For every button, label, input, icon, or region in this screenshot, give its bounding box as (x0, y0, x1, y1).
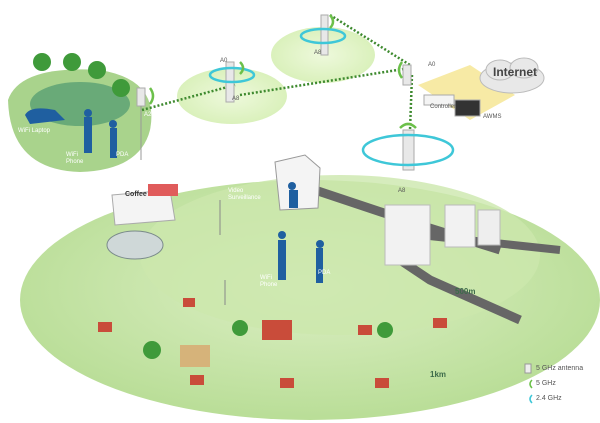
label-wifi-phone-park: WiFi Phone (66, 152, 84, 165)
label-video-surveillance: Video Surveillance (228, 188, 261, 201)
wireless-links (141, 13, 414, 131)
label-distance-500m: 500m (455, 287, 476, 296)
buildings (111, 154, 501, 266)
label-controller: Controller (430, 104, 457, 110)
label-awms: AWMS (483, 114, 502, 120)
legend-label: 2.4 GHz (536, 395, 562, 402)
coffee-patio (106, 230, 164, 260)
signal-5ghz-icon (529, 379, 533, 389)
houses (98, 298, 447, 388)
label-pda-park: PDA (116, 152, 129, 158)
antenna-icon (524, 363, 532, 374)
label-distance-1km: 1km (430, 370, 447, 379)
coverage-500m (140, 175, 540, 335)
label-coffee: Coffee (125, 191, 147, 198)
legend-label: 5 GHz (536, 380, 556, 387)
internet-cloud (479, 57, 545, 94)
label-relay1-top: A0 (220, 58, 228, 64)
legend-label: 5 GHz antenna (536, 365, 584, 372)
label-wifi-laptop: WiFi Laptop (18, 128, 51, 134)
controller-platform (418, 65, 515, 120)
trees (33, 53, 393, 359)
label-relay1-bottom: A8 (232, 96, 240, 102)
label-ap-park: A2 (144, 112, 152, 118)
signal-arcs (148, 14, 455, 167)
legend-item-5ghz: 5 GHz (526, 380, 556, 387)
legend-item-24ghz: 2.4 GHz (526, 395, 562, 402)
signal-24ghz-icon (529, 394, 533, 404)
label-wifi-phone-city: WiFi Phone (260, 275, 278, 288)
label-pda-city: PDA (318, 270, 331, 276)
label-relay2-bottom: A8 (314, 50, 322, 56)
label-core-ap: A0 (428, 62, 436, 68)
legend-item-antenna: 5 GHz antenna (526, 365, 583, 372)
label-internet: Internet (493, 65, 538, 79)
label-main-ap: A8 (398, 188, 406, 194)
